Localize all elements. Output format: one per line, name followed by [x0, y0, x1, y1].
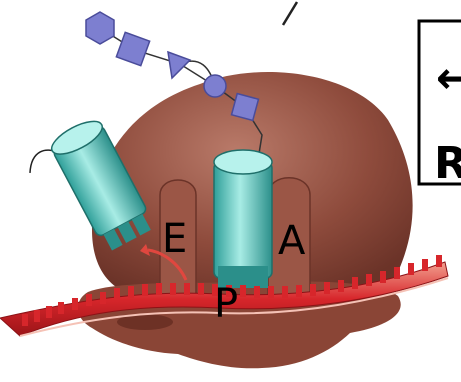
- p-site-trna: [214, 150, 272, 288]
- p-site-label: P: [214, 281, 238, 327]
- box-text: R: [434, 138, 461, 189]
- box-arrow-icon: ←: [436, 53, 461, 104]
- e-site-label: E: [162, 216, 187, 262]
- top-stroke: [283, 2, 297, 25]
- cropped-label-box: ← R: [419, 21, 461, 189]
- a-site-label: A: [278, 218, 306, 264]
